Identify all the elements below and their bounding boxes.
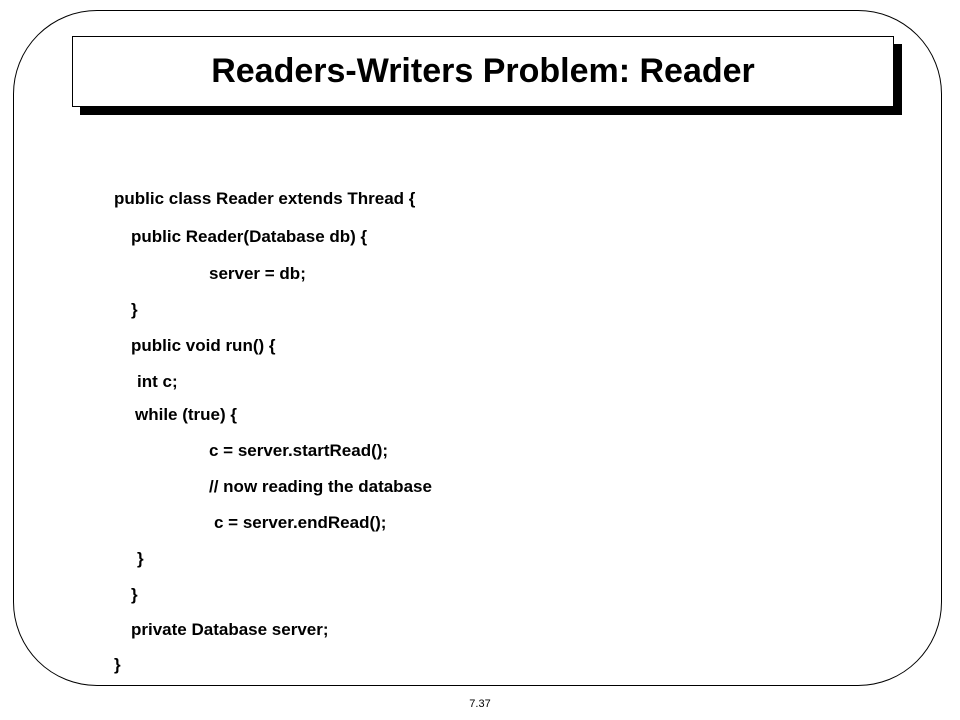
code-line: } — [114, 655, 121, 674]
code-line: c = server.endRead(); — [214, 513, 387, 532]
code-line: private Database server; — [131, 620, 329, 639]
code-line: } — [137, 549, 144, 568]
code-line: c = server.startRead(); — [209, 441, 389, 460]
code-line: public void run() { — [131, 336, 276, 355]
slide-title: Readers-Writers Problem: Reader — [211, 52, 755, 90]
code-line: } — [131, 585, 138, 604]
code-line: // now reading the database — [209, 477, 432, 496]
code-line: while (true) { — [135, 405, 238, 424]
code-line: int c; — [137, 372, 178, 391]
page-number: 7.37 — [469, 698, 491, 710]
code-line: public Reader(Database db) { — [131, 227, 368, 246]
code-line: } — [131, 300, 138, 319]
code-line: public class Reader extends Thread { — [114, 189, 416, 208]
title-box: Readers-Writers Problem: Reader — [72, 36, 894, 107]
slide-frame — [13, 10, 942, 686]
code-line: server = db; — [209, 264, 306, 283]
